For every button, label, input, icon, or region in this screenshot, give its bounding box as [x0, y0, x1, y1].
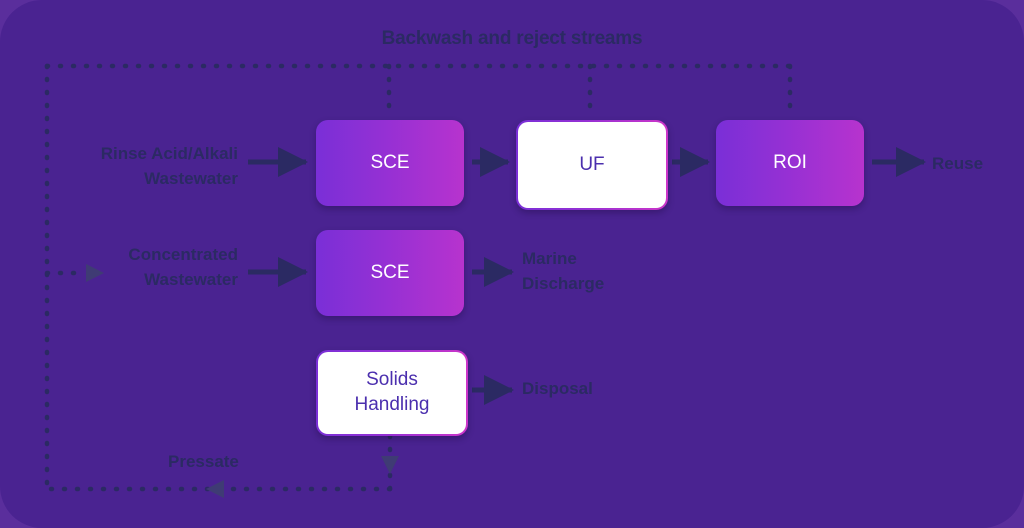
- node-label: ROI: [773, 151, 807, 173]
- arrowhead-solids-down: [381, 456, 399, 474]
- label-rinse-acid-alkali-wastewater: Rinse Acid/Alkali Wastewater: [60, 142, 238, 191]
- diagram-title: Backwash and reject streams: [381, 28, 643, 49]
- arrowhead-pressate-left: [206, 480, 224, 498]
- label-reuse: Reuse: [932, 152, 1024, 177]
- label-line: Concentrated Wastewater: [128, 245, 238, 289]
- node-sce-middle[interactable]: SCE: [316, 230, 464, 316]
- label-line: Reuse: [932, 154, 984, 173]
- label-line: Marine Discharge: [522, 249, 605, 293]
- node-uf[interactable]: UF: [516, 120, 668, 210]
- node-label: UF: [579, 153, 605, 175]
- node-roi[interactable]: ROI: [716, 120, 864, 206]
- node-sce-top[interactable]: SCE: [316, 120, 464, 206]
- label-concentrated-wastewater: Concentrated Wastewater: [60, 243, 238, 292]
- label-line: Disposal: [522, 379, 593, 398]
- label-line: Pressate: [168, 452, 239, 471]
- label-marine-discharge: Marine Discharge: [522, 247, 712, 296]
- node-label: SCE: [370, 261, 410, 283]
- label-pressate: Pressate: [168, 450, 308, 475]
- node-label: Solids Handling: [354, 369, 430, 415]
- node-solids-handling[interactable]: Solids Handling: [316, 350, 468, 436]
- label-disposal: Disposal: [522, 377, 712, 402]
- label-line: Rinse Acid/Alkali Wastewater: [100, 144, 238, 188]
- node-label: SCE: [370, 151, 410, 173]
